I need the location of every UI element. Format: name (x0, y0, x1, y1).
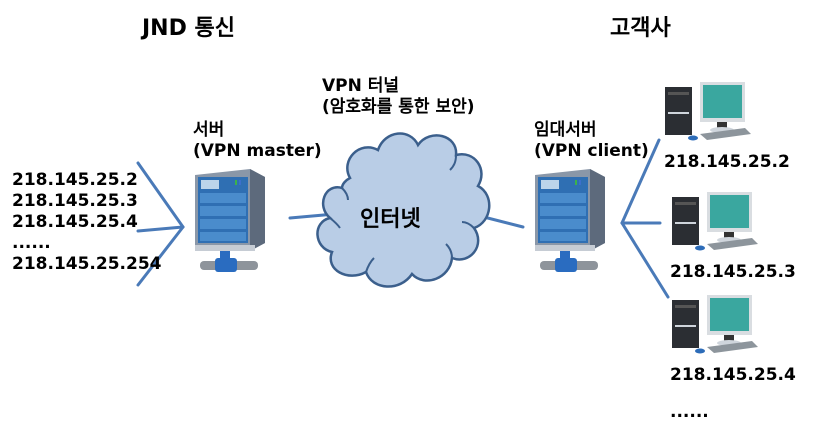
link-left-1 (136, 161, 185, 229)
master-server-role: (VPN master) (193, 141, 322, 161)
vpn-client-server-icon (535, 169, 605, 272)
client-ip: 218.145.25.3 (670, 262, 796, 282)
vpn-master-server-icon (195, 169, 265, 272)
client-server-label: 임대서버 (534, 120, 597, 140)
client-ip: 218.145.25.2 (664, 152, 790, 172)
link-left-3 (136, 225, 185, 287)
client-server-role: (VPN client) (534, 141, 649, 161)
tunnel-description: (암호화를 통한 보안) (322, 97, 475, 117)
internet-label: 인터넷 (360, 207, 421, 232)
client-ip-ellipsis: ...... (670, 402, 709, 422)
source-ip: 218.145.25.3 (12, 191, 138, 211)
source-ip-list: 218.145.25.2 218.145.25.3 218.145.25.4 .… (12, 170, 162, 275)
client-pc-icon (672, 295, 758, 354)
client-pc-icon (665, 82, 751, 141)
link-right-1 (620, 138, 661, 225)
link-right-3 (620, 221, 670, 299)
internet-cloud-icon (316, 132, 491, 288)
link-left-2 (136, 225, 185, 233)
master-server-label: 서버 (193, 120, 225, 140)
source-ip: 218.145.25.2 (12, 170, 138, 190)
source-ip: 218.145.25.254 (12, 254, 162, 274)
source-ip-ellipsis: ...... (12, 233, 51, 253)
client-pc-icon (672, 192, 758, 251)
source-ip: 218.145.25.4 (12, 212, 138, 232)
right-site-title: 고객사 (610, 16, 671, 41)
left-site-title: JND 통신 (142, 16, 235, 41)
tunnel-label: VPN 터널 (322, 76, 400, 96)
client-ip: 218.145.25.4 (670, 365, 796, 385)
